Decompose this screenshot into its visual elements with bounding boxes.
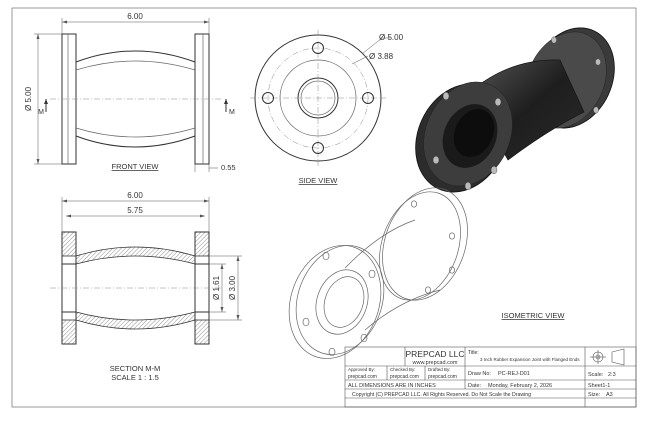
isometric-shaded-model	[415, 27, 615, 193]
section-dim-outer: Ø 3.00	[228, 275, 237, 300]
front-body-top	[75, 50, 196, 63]
drawing-title: 3 Inch Rubber Expansion Joint with Flang…	[480, 357, 580, 362]
sheet-value: Sheet1-1	[588, 383, 610, 389]
section-label: SECTION M-M	[110, 364, 160, 373]
front-section-mark-left: M	[38, 109, 44, 116]
section-wall-top	[75, 246, 196, 265]
drafted-by-label: Drafted By:	[428, 367, 451, 372]
company-website: www.prepcad.com	[412, 360, 458, 366]
copyright-note: Copyright (C) PREPCAD LLC. All Rights Re…	[352, 392, 531, 398]
side-view: Ø 5.00 Ø 3.88 SIDE VIEW	[250, 30, 404, 185]
front-body-bottom	[75, 135, 196, 148]
date-value: Monday, February 2, 2026	[488, 383, 552, 389]
side-dim-bolt-circle: Ø 3.88	[369, 52, 394, 61]
size-value: A3	[606, 392, 613, 398]
side-bolt-hole-left	[262, 92, 274, 104]
scale-value: 2:3	[608, 372, 616, 378]
section-dim-inner: 5.75	[127, 206, 143, 215]
units-note: ALL DIMENSIONS ARE IN INCHES	[348, 383, 436, 389]
front-section-mark-right: M	[229, 109, 235, 116]
front-view: 6.00 Ø 5.00 M M 0.55 FRONT VIEW	[24, 12, 236, 172]
company-name: PREPCAD LLC	[405, 349, 464, 359]
front-dim-diameter: Ø 5.00	[24, 86, 33, 111]
checked-by-label: Checked By:	[390, 367, 416, 372]
scale-label: Scale:	[588, 372, 604, 378]
side-bolt-hole-top	[312, 42, 324, 54]
approved-by-label: Approved By:	[348, 367, 375, 372]
title-label: Title:	[468, 350, 479, 356]
title-block: PREPCAD LLC www.prepcad.com Approved By:…	[344, 346, 637, 408]
front-view-label: FRONT VIEW	[112, 162, 160, 171]
section-dim-overall: 6.00	[127, 191, 143, 200]
isometric-view-label: ISOMETRIC VIEW	[502, 311, 566, 320]
section-scale: SCALE 1 : 1.5	[111, 373, 159, 382]
side-view-label: SIDE VIEW	[299, 176, 339, 185]
section-view: 6.00 5.75 Ø 1.61 Ø 3.00 SE	[50, 191, 242, 382]
side-bolt-hole-right	[362, 92, 374, 104]
section-dim-bore: Ø 1.61	[212, 275, 221, 300]
side-bolt-hole-bottom	[312, 142, 324, 154]
front-dim-length: 6.00	[127, 12, 143, 21]
front-dim-flange: 0.55	[221, 163, 236, 172]
side-dim-outer: Ø 5.00	[379, 33, 404, 42]
draw-no-label: Draw No:	[468, 371, 491, 377]
date-label: Date:	[468, 383, 482, 389]
projection-symbol-icon	[590, 348, 625, 366]
section-wall-bottom	[75, 311, 196, 330]
approved-by-value: prepcad.com	[348, 374, 377, 380]
sheet-border	[11, 7, 637, 408]
checked-by-value: prepcad.com	[390, 374, 419, 380]
drafted-by-value: prepcad.com	[428, 374, 457, 380]
size-label: Size:	[588, 392, 601, 398]
isometric-wireframe: ISOMETRIC VIEW	[288, 187, 566, 359]
draw-no-value: PC-REJ-D01	[498, 371, 530, 377]
